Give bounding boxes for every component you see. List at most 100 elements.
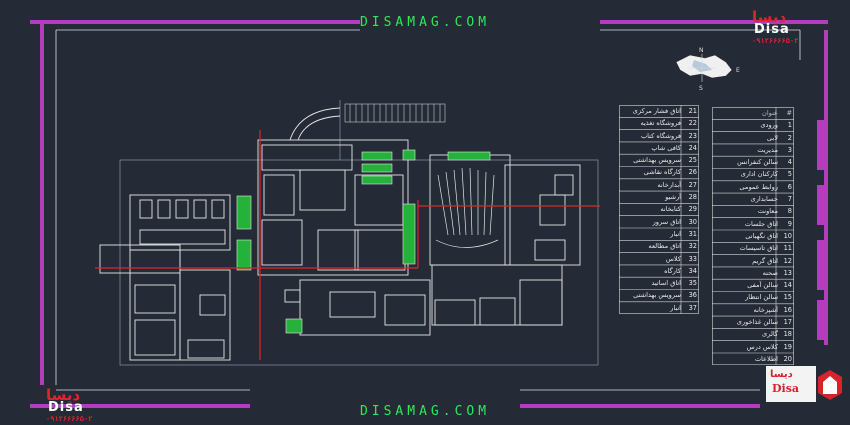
legend-room-name: سالن انتظار [745,293,778,302]
legend-room-name: روابط عمومی [739,182,778,191]
legend-room-name: اتاق سرور [652,217,681,226]
side-markers [817,120,825,340]
watermark-top: DISAMAG.COM [359,15,491,30]
location-map: N E S [675,47,740,92]
legend-room-number: 16 [783,305,792,314]
legend-room-name: اتاق تاسیسات [739,244,778,253]
legend-room-name: سرویس بهداشتی [633,291,681,300]
legend-room-number: 35 [688,279,697,288]
legend-grid [619,105,699,315]
legend-room-number: 11 [783,244,792,253]
legend-room-name: کلاس [665,254,681,263]
green-hatch-blocks [236,149,491,334]
legend-room-number: 6 [787,182,792,191]
legend-row: اتاق نگهبانی 10 [712,230,794,242]
legend-room-name: انبار [670,303,681,312]
legend-row: فروشگاه کتاب 23 [619,130,699,142]
legend-grid [712,107,794,366]
legend-room-number: 5 [787,170,792,179]
legend-room-name: اتاق اساتید [651,279,681,288]
legend-room-number: 26 [688,168,697,177]
legend-room-number: 34 [688,266,697,275]
legend-room-number: 22 [688,119,697,128]
legend-room-number: 30 [688,217,697,226]
legend-room-number: 13 [783,268,792,277]
legend-room-name: انبار [670,229,681,238]
legend-row: لابی 2 [712,132,794,144]
legend-room-name: فروشگاه تغذیه [640,119,681,128]
legend-room-number: 4 [787,158,792,167]
legend-room-number: 37 [688,303,697,312]
legend-room-number: 19 [783,342,792,351]
legend-room-name: کارگاه [664,266,681,275]
legend-room-name: اتاق فشار مرکزی [632,107,681,115]
disa-logo-top: دیسا Disa ۰۹۱۲۶۶۶۶۵۰۲ [752,8,824,46]
legend-room-number: 20 [783,354,792,363]
sheet-frame [30,20,828,408]
legend-row: عنوان# [712,107,794,119]
legend-room-name: کتابخانه [660,205,681,214]
legend-room-number: 3 [787,145,792,154]
legend-room-name: کافی شاپ [651,143,681,152]
legend-row: کارگاه نقاشی 26 [619,166,699,178]
legend-room-name: مدیریت [757,145,778,154]
legend-room-name: فروشگاه کتاب [640,131,681,140]
legend-room-number: 25 [688,156,697,165]
legend-room-name: کلاس درس [746,342,778,351]
brand-latin-text: Disa [772,382,800,395]
stair-hatch [344,103,446,123]
brand-hex-icon [818,370,842,400]
compass-north-label: N [699,47,704,54]
legend-room-number: 2 [787,133,792,142]
legend-room-name: اتاق مطالعه [648,242,681,251]
logo-persian-text: دیسا [752,8,787,26]
legend-row: مدیریت 3 [712,144,794,156]
logo-persian-text: دیسا [46,386,81,404]
legend-row: کلاس 33 [619,253,699,265]
legend-room-number: 27 [688,180,697,189]
legend-row: روابط عمومی 6 [712,181,794,193]
legend-room-number: 23 [688,131,697,140]
legend-room-number: 15 [783,293,792,302]
legend-room-name: اتاق نگهبانی [745,231,778,240]
logo-latin-text: Disa [754,22,790,37]
legend-room-number: 12 [783,256,792,265]
legend-row: سرویس بهداشتی 25 [619,154,699,166]
legend-room-name: سالن آمفی [747,281,778,290]
legend-room-number: 18 [783,330,792,339]
legend-row: کارگاه 34 [619,265,699,277]
legend-row: اتاق تاسیسات 11 [712,242,794,254]
legend-room-name: کارگاه نقاشی [643,168,681,177]
section-lines [95,130,600,360]
legend-room-number: 9 [787,219,792,228]
brand-persian-text: دیسا [770,369,793,380]
legend-room-number: 10 [783,231,792,240]
legend-room-name: لابی [766,133,778,142]
legend-room-name: حسابداری [750,195,778,204]
legend-room-name: سرویس بهداشتی [633,156,681,165]
legend-room-name: معاونت [757,207,778,216]
legend-room-number: 33 [688,254,697,263]
legend-room-number: 17 [783,318,792,327]
